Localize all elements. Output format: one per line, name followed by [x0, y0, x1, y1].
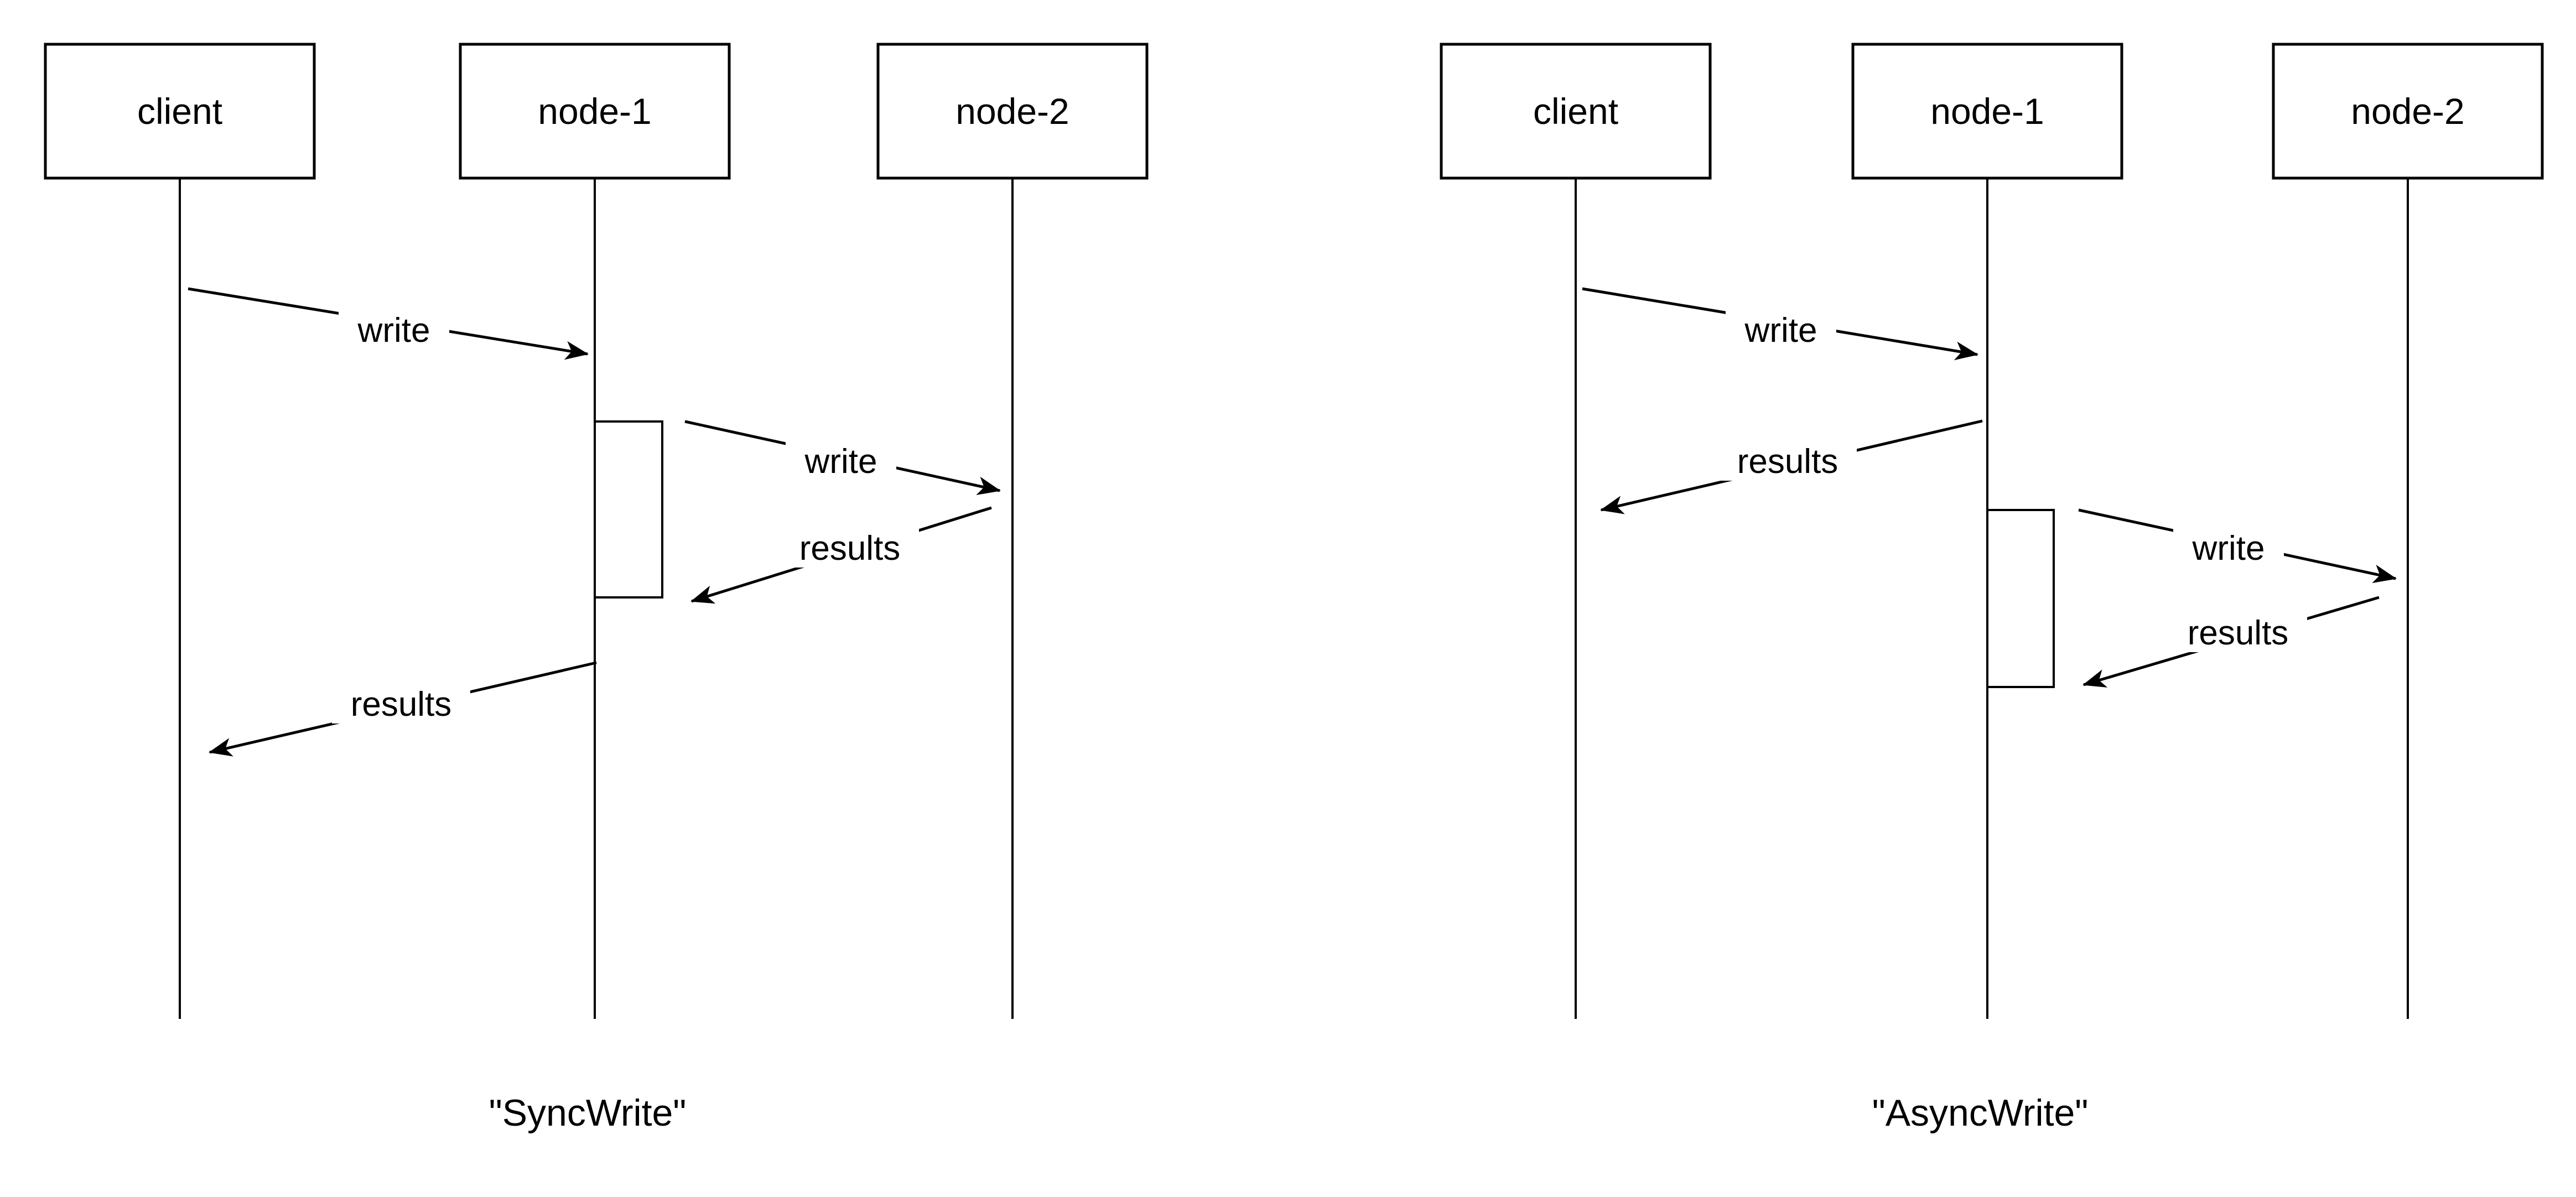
message-label-results-2: results: [351, 685, 452, 724]
activation-box-node-1: [594, 420, 663, 598]
message-label-bg: [1726, 311, 1836, 350]
lifeline-head-node-1: [459, 43, 731, 180]
diagram-syncwrite: client node-1 node-2 write write results…: [44, 43, 1149, 1134]
lifeline-label-node-2: node-2: [955, 91, 1069, 132]
message-label-bg: [786, 442, 896, 481]
activation-box-node-1: [1986, 509, 2055, 688]
message-label-write-1: write: [357, 311, 430, 350]
message-label-bg: [339, 311, 449, 350]
lifeline-label-node-1: node-1: [1930, 91, 2044, 132]
message-label-results-1: results: [799, 529, 901, 568]
message-label-write-2: write: [2192, 529, 2265, 568]
message-label-bg: [332, 685, 470, 724]
message-label-bg: [2173, 529, 2284, 568]
message-label-write-2: write: [804, 443, 877, 481]
message-label-bg: [1718, 442, 1857, 481]
message-label-bg: [781, 529, 919, 568]
message-label-bg: [2169, 613, 2307, 652]
lifeline-label-client: client: [1533, 91, 1618, 132]
message-label-results-1: results: [1737, 443, 1838, 481]
lifeline-label-client: client: [137, 91, 222, 132]
message-label-write-1: write: [1744, 311, 1817, 350]
diagram-caption-asyncwrite: "AsyncWrite": [1872, 1092, 2089, 1134]
lifeline-head-node-1: [1851, 43, 2123, 180]
diagram-caption-syncwrite: "SyncWrite": [489, 1092, 687, 1134]
lifeline-head-client: [44, 43, 316, 180]
lifeline-label-node-1: node-1: [538, 91, 652, 132]
diagram-asyncwrite: client node-1 node-2 write results write…: [1440, 43, 2544, 1134]
lifeline-head-client: [1440, 43, 1712, 180]
lifeline-head-node-2: [2272, 43, 2544, 180]
message-label-results-2: results: [2188, 614, 2289, 652]
lifeline-head-node-2: [876, 43, 1149, 180]
lifeline-label-node-2: node-2: [2351, 91, 2465, 132]
